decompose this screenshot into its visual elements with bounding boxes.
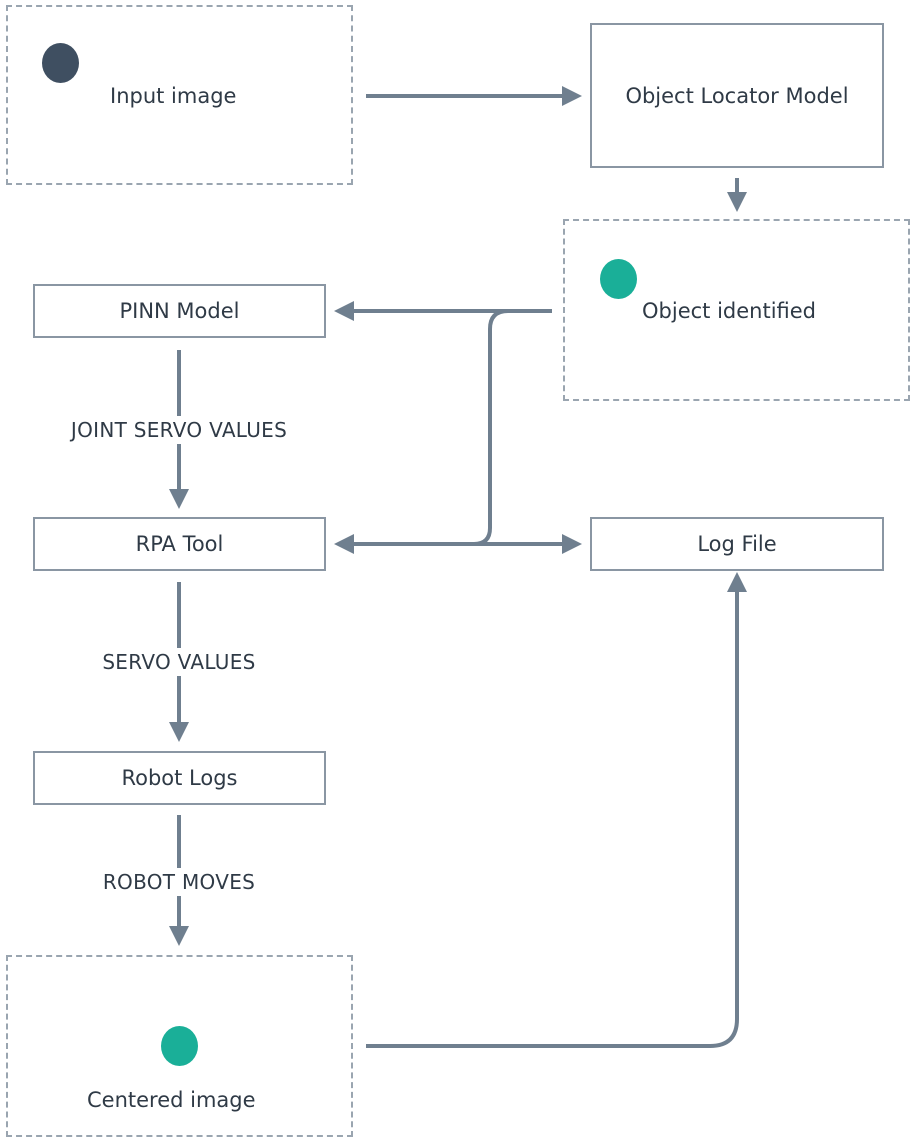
centered-image-label: Centered image (87, 1088, 256, 1112)
edge-label-robot-moves: ROBOT MOVES (98, 868, 260, 896)
node-input-image (6, 5, 353, 185)
arrow-centered-to-logfile (366, 572, 747, 1048)
node-rpa-tool: RPA Tool (33, 517, 326, 571)
object-identified-label: Object identified (642, 299, 817, 323)
pinn-model-label: PINN Model (119, 299, 240, 323)
rpa-tool-label: RPA Tool (135, 532, 224, 556)
node-log-file: Log File (590, 517, 884, 571)
input-image-dot (42, 43, 79, 83)
centered-image-dot (161, 1026, 198, 1066)
node-robot-logs: Robot Logs (33, 751, 326, 805)
edge-label-joint-servo-values: JOINT SERVO VALUES (66, 416, 292, 444)
node-centered-image (6, 955, 353, 1137)
arrow-identified-to-pinn (334, 309, 552, 554)
node-object-locator-model: Object Locator Model (590, 23, 884, 168)
object-identified-dot (600, 259, 637, 299)
object-locator-label: Object Locator Model (625, 83, 849, 108)
node-pinn-model: PINN Model (33, 284, 326, 338)
log-file-label: Log File (697, 532, 777, 556)
edge-label-servo-values: SERVO VALUES (98, 648, 260, 676)
node-object-identified (563, 219, 910, 401)
robot-logs-label: Robot Logs (121, 766, 238, 790)
input-image-label: Input image (110, 84, 237, 108)
